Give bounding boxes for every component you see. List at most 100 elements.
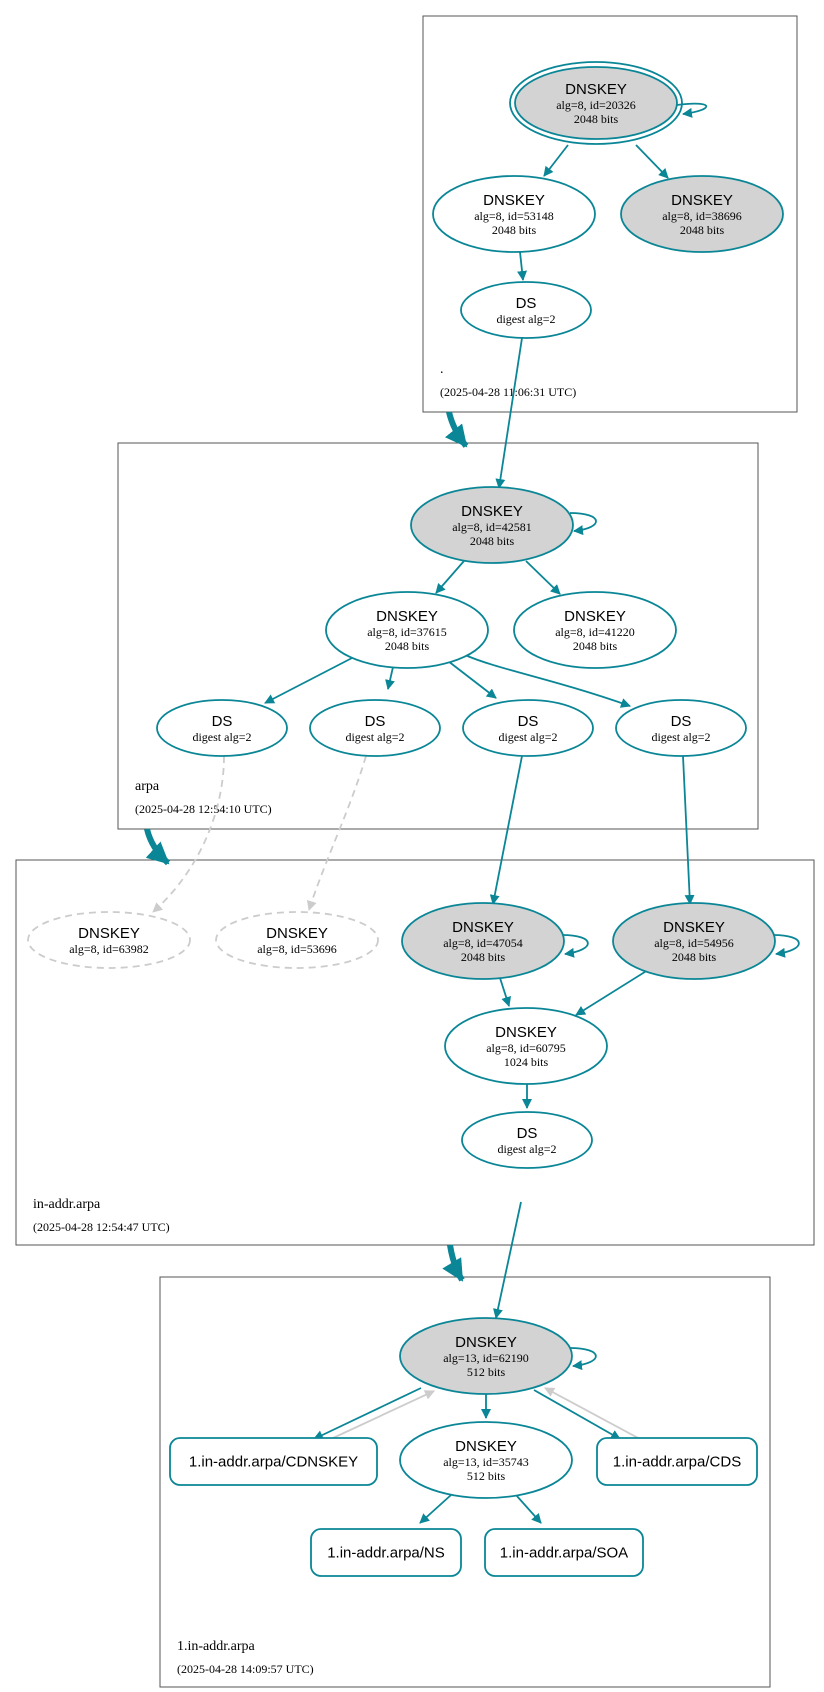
edge bbox=[543, 144, 569, 177]
node-detail: 2048 bits bbox=[573, 639, 618, 653]
node-detail: 2048 bits bbox=[492, 223, 537, 237]
edge bbox=[495, 337, 523, 489]
node-detail: 2048 bits bbox=[672, 950, 717, 964]
edge bbox=[533, 1389, 621, 1440]
node-title: DS bbox=[518, 713, 539, 730]
edge bbox=[676, 102, 708, 118]
node-ellipse bbox=[612, 902, 776, 980]
node-detail: digest alg=2 bbox=[497, 1142, 556, 1156]
node-title: DNSKEY bbox=[455, 1438, 517, 1455]
node-title: DNSKEY bbox=[483, 192, 545, 209]
node-title: DS bbox=[671, 713, 692, 730]
edge bbox=[385, 666, 395, 690]
edge bbox=[332, 1390, 435, 1439]
delegation-arrow-arpa-to-in-addr bbox=[144, 828, 171, 866]
node-detail: alg=13, id=62190 bbox=[443, 1351, 529, 1365]
edge bbox=[517, 251, 528, 281]
edge bbox=[525, 560, 561, 595]
node-detail: alg=8, id=20326 bbox=[556, 98, 636, 112]
node-detail: 2048 bits bbox=[461, 950, 506, 964]
rrset-label: 1.in-addr.arpa/SOA bbox=[500, 1545, 628, 1562]
zone-name: 1.in-addr.arpa bbox=[177, 1639, 256, 1654]
node-detail: 2048 bits bbox=[574, 112, 619, 126]
node-ellipse bbox=[27, 911, 191, 969]
node-title: DNSKEY bbox=[564, 608, 626, 625]
zone-name: in-addr.arpa bbox=[33, 1197, 101, 1212]
node-ellipse bbox=[615, 699, 747, 757]
node-ellipse bbox=[513, 591, 677, 669]
node-detail: digest alg=2 bbox=[498, 730, 557, 744]
edge bbox=[493, 1201, 522, 1319]
node-detail: digest alg=2 bbox=[496, 312, 555, 326]
edge bbox=[419, 1494, 452, 1524]
rrset-node: 1.in-addr.arpa/NS bbox=[310, 1528, 462, 1577]
node-title: DNSKEY bbox=[663, 919, 725, 936]
node-ellipse bbox=[156, 699, 288, 757]
edge bbox=[515, 1494, 542, 1524]
node-detail: alg=8, id=63982 bbox=[69, 942, 149, 956]
node-ellipse bbox=[462, 699, 594, 757]
edge bbox=[489, 755, 523, 905]
node-title: DNSKEY bbox=[461, 503, 523, 520]
zone-timestamp: (2025-04-28 11:06:31 UTC) bbox=[440, 385, 576, 399]
zone-name: . bbox=[440, 362, 444, 377]
rrset-node: 1.in-addr.arpa/CDS bbox=[596, 1437, 758, 1486]
zone-in-addr-arpa: in-addr.arpa (2025-04-28 12:54:47 UTC) bbox=[15, 859, 815, 1246]
node-detail: alg=8, id=41220 bbox=[555, 625, 635, 639]
rrset-node: 1.in-addr.arpa/SOA bbox=[484, 1528, 644, 1577]
edges bbox=[152, 102, 800, 1524]
edge bbox=[635, 144, 669, 179]
node-detail: 1024 bits bbox=[504, 1055, 549, 1069]
node-title: DNSKEY bbox=[671, 192, 733, 209]
edge bbox=[544, 1387, 641, 1440]
node-detail: alg=8, id=53148 bbox=[474, 209, 554, 223]
node-title: DNSKEY bbox=[565, 81, 627, 98]
node-detail: 512 bits bbox=[467, 1365, 506, 1379]
node-title: DNSKEY bbox=[376, 608, 438, 625]
node-detail: alg=13, id=35743 bbox=[443, 1455, 529, 1469]
node-ellipse bbox=[460, 281, 592, 339]
node-detail: 2048 bits bbox=[385, 639, 430, 653]
rrset-box bbox=[596, 1437, 758, 1486]
node-detail: digest alg=2 bbox=[345, 730, 404, 744]
node-ellipse bbox=[309, 699, 441, 757]
node-ellipse bbox=[401, 902, 565, 980]
node-ellipse bbox=[461, 1111, 593, 1169]
zone-timestamp: (2025-04-28 14:09:57 UTC) bbox=[177, 1662, 314, 1676]
edge bbox=[264, 657, 353, 704]
node-title: DS bbox=[212, 713, 233, 730]
node-detail: alg=8, id=38696 bbox=[662, 209, 742, 223]
rrset-box bbox=[310, 1528, 462, 1577]
rrset-label: 1.in-addr.arpa/CDS bbox=[613, 1454, 741, 1471]
node-ellipse bbox=[399, 1421, 573, 1499]
node-detail: alg=8, id=47054 bbox=[443, 936, 523, 950]
rrset-node: 1.in-addr.arpa/CDNSKEY bbox=[169, 1437, 378, 1486]
node-title: DNSKEY bbox=[78, 925, 140, 942]
edge bbox=[306, 755, 367, 911]
zone-arpa: arpa (2025-04-28 12:54:10 UTC) bbox=[117, 442, 759, 830]
node-ellipse bbox=[215, 911, 379, 969]
edge bbox=[569, 512, 597, 536]
node-detail: alg=8, id=42581 bbox=[452, 520, 532, 534]
rrset-box bbox=[169, 1437, 378, 1486]
node-ellipse bbox=[410, 486, 574, 564]
edge bbox=[499, 977, 512, 1007]
rrset-label: 1.in-addr.arpa/CDNSKEY bbox=[189, 1454, 358, 1471]
node-title: DS bbox=[517, 1125, 538, 1142]
node-ellipse bbox=[399, 1317, 573, 1395]
